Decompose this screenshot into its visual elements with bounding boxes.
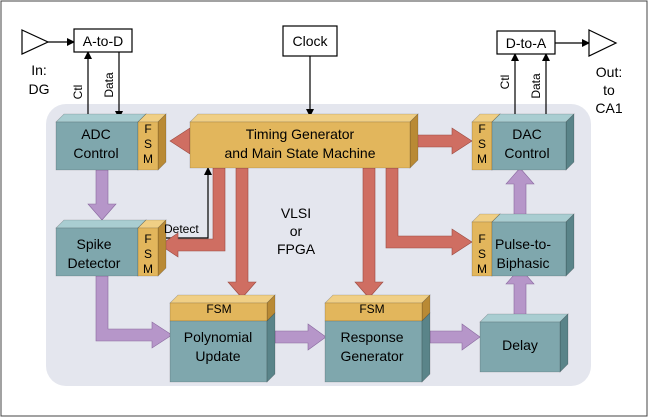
fsm-pulse-letter-s: S — [478, 247, 486, 261]
fsm-adc-letter-f: F — [144, 122, 151, 136]
fsm-pulse-letter-f: F — [478, 232, 485, 246]
adc-control-label-line2: Control — [73, 145, 118, 161]
dac-control-block-top — [491, 113, 575, 123]
ctl-label-out: Ctl — [498, 75, 512, 90]
timing-generator-block-front — [189, 121, 411, 169]
dac-control-label-line1: DAC — [512, 126, 542, 142]
fsm-label-response: FSM — [359, 302, 384, 316]
response-label-line1: Response — [340, 329, 403, 345]
fsm-label-adc: F S M — [143, 122, 153, 166]
fsm-spike-letter-m: M — [143, 262, 153, 276]
fsm-label-dac: F S M — [477, 122, 487, 166]
dac-control-label-line2: Control — [504, 145, 549, 161]
polynomial-label-line2: Update — [195, 348, 240, 364]
purple-arrow-polynomial-to-response — [274, 323, 327, 351]
fsm-spike-letter-f: F — [144, 232, 151, 246]
blocks-layer — [55, 113, 575, 383]
pulse-biphasic-label-line2: Biphasic — [497, 255, 550, 271]
output-label-line2: to — [603, 82, 615, 98]
fsm-dac-letter-f: F — [478, 122, 485, 136]
ctl-label-in: Ctl — [71, 85, 85, 100]
purple-arrow-spike-to-polynomial — [95, 275, 173, 349]
red-arrows — [159, 127, 473, 299]
clock-box — [282, 25, 338, 57]
polynomial-update-side — [266, 312, 276, 383]
adc-control-block-top — [55, 113, 147, 123]
purple-arrow-response-to-delay — [429, 323, 481, 351]
adc-fsm-block-side — [157, 113, 167, 171]
block-labels: Timing Generator and Main State Machine … — [68, 126, 552, 364]
timing-generator-block-side — [409, 113, 419, 169]
timing-label-line1: Timing Generator — [246, 126, 355, 142]
fsm-spike-letter-s: S — [144, 247, 152, 261]
dac-control-block-front — [491, 121, 567, 171]
output-label-line1: Out: — [596, 64, 622, 80]
fsm-dac-letter-m: M — [477, 152, 487, 166]
adc-fsm-block-front — [137, 121, 159, 171]
red-arrow-to-polynomial — [227, 167, 257, 299]
red-arrow-to-pulse — [385, 167, 473, 256]
center-label-line2: or — [290, 223, 303, 239]
purple-arrow-adc-to-spike — [87, 169, 117, 221]
delay-block-front — [479, 321, 561, 373]
purple-arrows — [87, 167, 535, 351]
detect-label: Detect — [164, 222, 199, 236]
timing-label-line2: and Main State Machine — [225, 145, 376, 161]
data-label-out: Data — [529, 73, 543, 99]
center-label-line3: FPGA — [277, 241, 316, 257]
fsm-label-pulse: F S M — [477, 232, 487, 276]
polynomial-label-line1: Polynomial — [184, 329, 252, 345]
center-label-line1: VLSI — [281, 205, 311, 221]
dac-box-label: D-to-A — [506, 35, 547, 51]
delay-block-top — [479, 313, 569, 323]
red-arrow-to-response — [354, 167, 384, 299]
output-label-line3: CA1 — [595, 100, 622, 116]
spike-detector-label-line1: Spike — [76, 236, 111, 252]
response-generator-side — [421, 312, 431, 383]
response-label-line2: Generator — [340, 348, 403, 364]
data-label-in: Data — [102, 72, 116, 98]
input-amplifier-icon — [21, 29, 50, 55]
timing-generator-block-top — [189, 113, 419, 123]
fsm-adc-letter-m: M — [143, 152, 153, 166]
red-arrow-to-spike-detector — [159, 167, 226, 258]
adc-box — [73, 28, 133, 53]
spike-fsm-block-front — [137, 227, 159, 277]
adc-control-label-line1: ADC — [81, 126, 111, 142]
spike-detector-label-line2: Detector — [68, 255, 121, 271]
clock-label: Clock — [292, 33, 328, 49]
output-amplifier-icon — [588, 29, 618, 57]
pulse-biphasic-block-front — [491, 221, 567, 277]
purple-arrow-pulse-to-dac — [505, 167, 535, 217]
input-label-line2: DG — [29, 81, 50, 97]
delay-block-side — [559, 313, 569, 373]
fsm-label-spike: F S M — [143, 232, 153, 276]
adc-box-label: A-to-D — [83, 33, 123, 49]
dac-box — [496, 30, 556, 55]
dac-control-block-side — [565, 113, 575, 171]
delay-label: Delay — [502, 337, 538, 353]
spike-detector-block-top — [55, 219, 147, 229]
input-label-line1: In: — [31, 62, 47, 78]
fsm-dac-letter-s: S — [478, 137, 486, 151]
pulse-biphasic-block-side — [565, 213, 575, 277]
fsm-adc-letter-s: S — [144, 137, 152, 151]
fsm-pulse-letter-m: M — [477, 262, 487, 276]
pulse-biphasic-block-top — [491, 213, 575, 223]
fsm-label-polynomial: FSM — [206, 302, 231, 316]
pulse-biphasic-label-line1: Pulse-to- — [495, 236, 551, 252]
